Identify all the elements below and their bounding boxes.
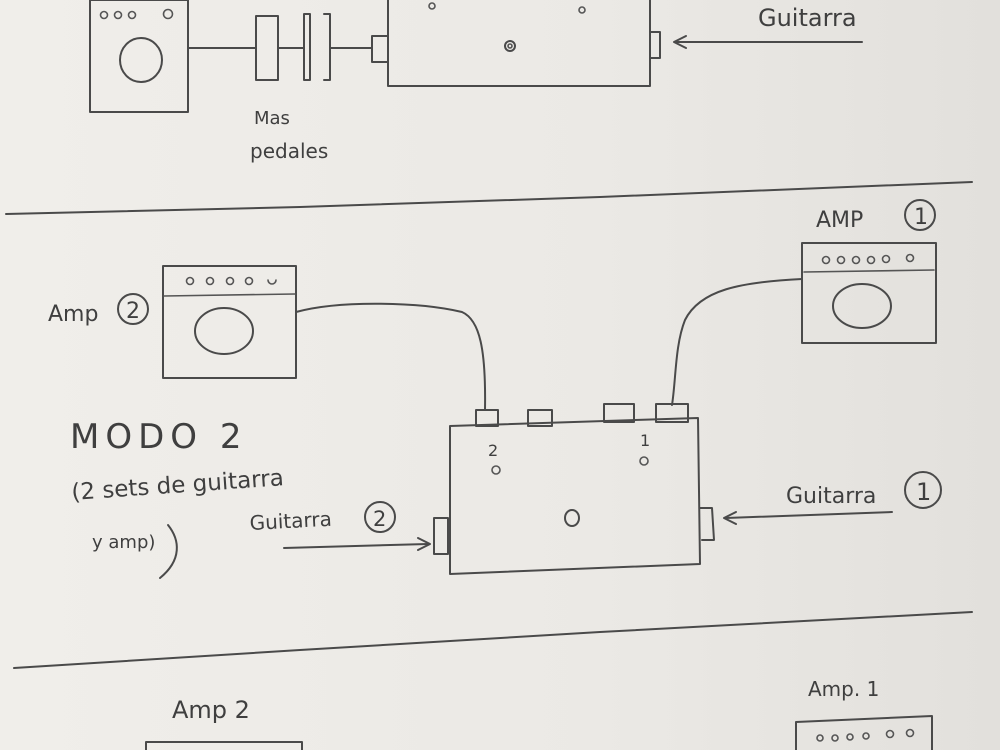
section-divider-1 xyxy=(5,181,973,215)
mode2-amp2-number: 2 xyxy=(126,299,140,324)
mode2-title: MODO 2 xyxy=(70,417,247,457)
mode2-desc-line1: (2 sets de guitarra xyxy=(71,465,285,506)
top-guitar-label: Guitarra xyxy=(758,4,857,32)
bottom-amp1-label: Amp. 1 xyxy=(808,677,879,701)
channel2-label: 2 xyxy=(488,441,498,460)
pedals-label-line1: Mas xyxy=(254,108,290,129)
mode2-desc-line2: y amp) xyxy=(92,532,155,553)
mode2-amp1-number: 1 xyxy=(914,205,928,230)
mode2-amp1-label: AMP xyxy=(816,208,863,233)
amp1-number-circle xyxy=(904,199,936,231)
mode2-amp1: AMP 1 xyxy=(801,199,937,344)
guitar2-label: Guitarra xyxy=(249,507,332,535)
top-pedal-1 xyxy=(255,15,279,81)
mode2-main-unit: 2 1 xyxy=(433,403,715,575)
channel1-label: 1 xyxy=(640,431,650,450)
pedals-label-line2: pedales xyxy=(250,139,328,163)
top-main-unit xyxy=(371,0,661,87)
guitar1-number-circle xyxy=(904,471,942,509)
bottom-amp1-box xyxy=(795,715,933,750)
bottom-amp2-label: Amp 2 xyxy=(172,696,250,724)
bottom-section: Amp 2 Amp. 1 xyxy=(145,677,933,750)
top-amp xyxy=(89,0,189,113)
guitar1-input: Guitarra 1 xyxy=(723,471,942,525)
section-divider-2 xyxy=(13,611,973,669)
guitar2-input: Guitarra 2 xyxy=(249,501,431,551)
guitar2-number: 2 xyxy=(373,507,386,531)
guitar1-label: Guitarra xyxy=(786,484,876,509)
mode2-amp2-label: Amp xyxy=(48,302,98,327)
bottom-amp2-box xyxy=(145,741,303,750)
top-section: Guitarra Mas pedales xyxy=(89,0,863,163)
top-guitar-arrow xyxy=(673,35,863,49)
guitar1-number: 1 xyxy=(916,478,931,506)
mode2-desc-paren xyxy=(159,524,178,579)
mode2-amp2: Amp 2 xyxy=(48,265,297,379)
cable-amp2-to-unit xyxy=(295,302,487,411)
mode2-section: AMP 1 Amp 2 xyxy=(48,199,942,579)
guitar2-number-circle xyxy=(364,501,396,533)
cable-amp1-to-unit xyxy=(671,278,803,406)
top-pedal-2 xyxy=(303,13,331,81)
amp2-number-circle xyxy=(117,293,149,325)
